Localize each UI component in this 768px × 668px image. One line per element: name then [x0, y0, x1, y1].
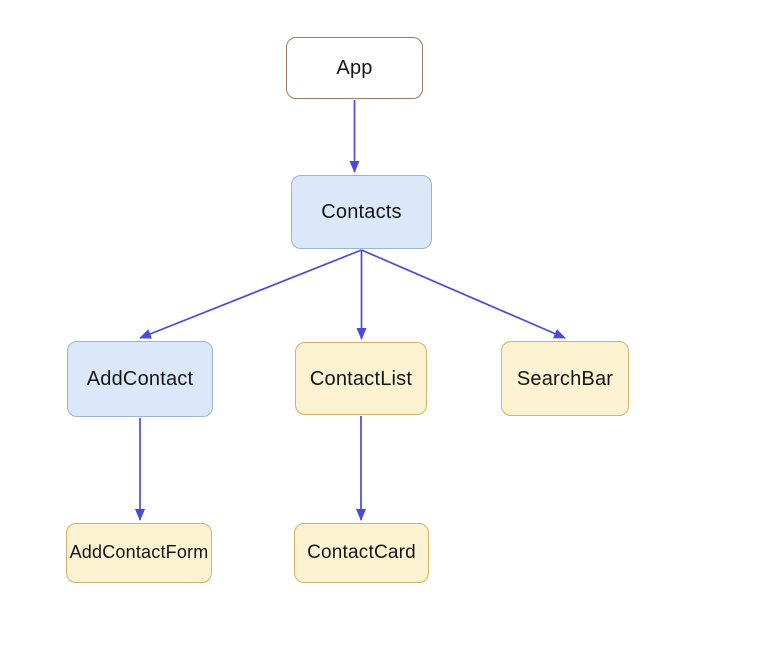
node-label-app: App [336, 57, 373, 79]
node-label-contact-list: ContactList [309, 367, 413, 390]
node-search-bar: SearchBar [501, 341, 629, 416]
node-label-contact-card: ContactCard [307, 541, 416, 563]
node-add-contact: AddContact [67, 341, 213, 417]
edge-contacts-add-contact [139, 249, 362, 339]
node-label-contacts: Contacts [321, 201, 402, 223]
edge-contacts-search-bar [361, 249, 566, 339]
node-label-add-contact: AddContact [86, 368, 194, 390]
node-contact-card: ContactCard [294, 523, 429, 583]
node-label-search-bar: SearchBar [516, 367, 614, 390]
node-label-add-contact-form: AddContactForm [69, 542, 209, 563]
node-contact-list: ContactList [295, 342, 427, 415]
node-app: App [286, 37, 423, 99]
node-contacts: Contacts [291, 175, 432, 249]
node-add-contact-form: AddContactForm [66, 523, 212, 583]
